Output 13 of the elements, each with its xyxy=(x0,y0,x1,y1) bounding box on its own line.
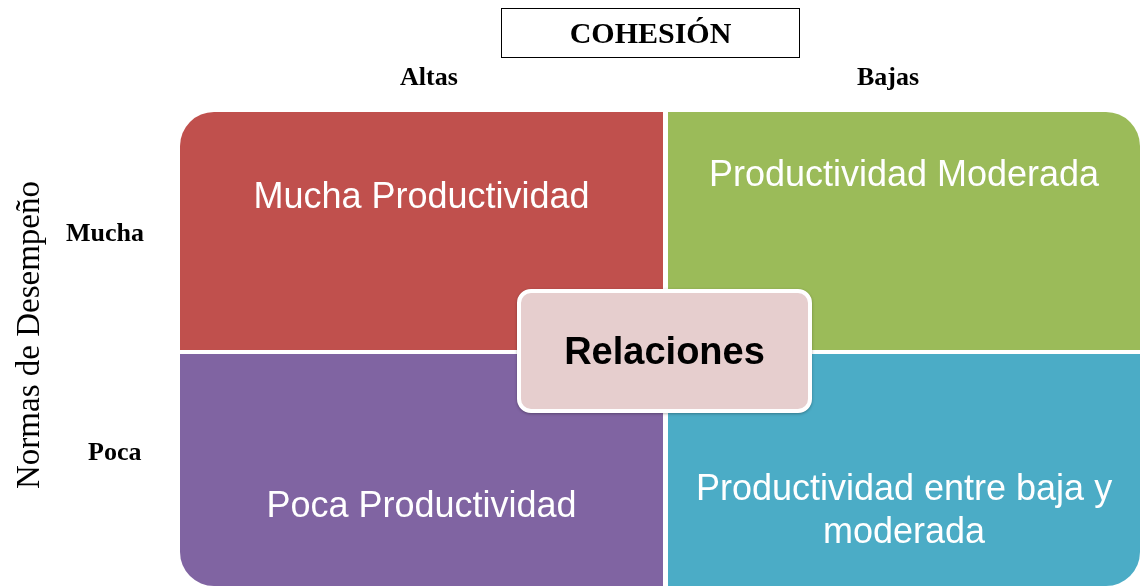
axis-label: Normas de Desempeño xyxy=(9,181,47,489)
column-label: Altas xyxy=(400,62,458,92)
column-label: Bajas xyxy=(857,62,920,92)
row-label: Poca xyxy=(88,437,142,467)
row-label: Mucha xyxy=(66,218,144,248)
heading-box xyxy=(501,8,800,58)
node-text: COHESIÓN xyxy=(569,16,732,50)
center-box xyxy=(517,289,812,413)
node-text: Productividad entre baja y moderada xyxy=(694,465,1114,552)
node-text: Relaciones xyxy=(564,329,765,373)
node-text: Mucha Productividad xyxy=(253,174,590,218)
node-text: Poca Productividad xyxy=(266,482,577,526)
node-text: Productividad Moderada xyxy=(708,152,1100,196)
